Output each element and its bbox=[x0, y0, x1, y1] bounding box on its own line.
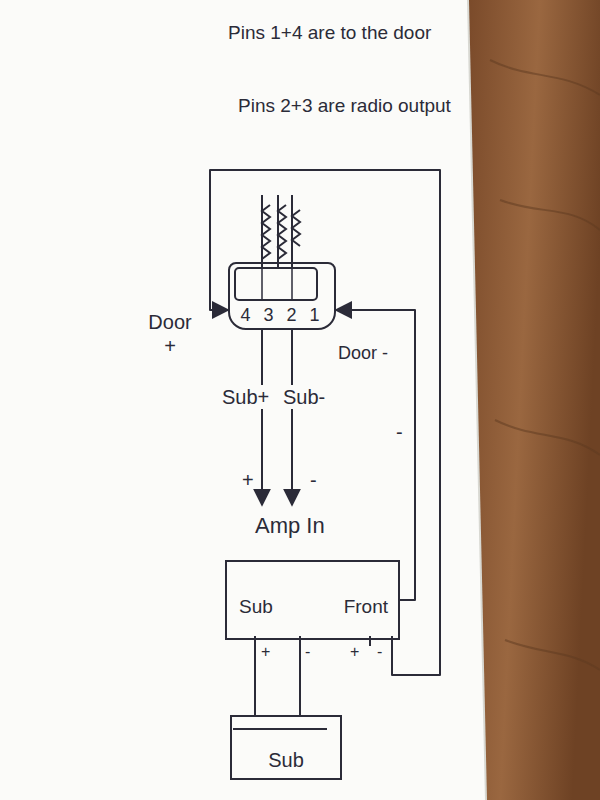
subwoofer-box: Sub bbox=[230, 715, 342, 780]
wire-path bbox=[336, 310, 415, 600]
coil-twist bbox=[292, 210, 300, 246]
coil-twist bbox=[262, 205, 270, 259]
wire-path bbox=[254, 640, 256, 715]
plug-divider bbox=[261, 268, 263, 300]
wire-connector bbox=[255, 640, 300, 715]
door-label: Door - bbox=[338, 343, 388, 365]
wire-connector bbox=[262, 330, 292, 505]
terminal-tick bbox=[369, 636, 371, 646]
terminal-mark: - bbox=[305, 642, 310, 661]
paper-edge bbox=[468, 0, 486, 800]
amp-body: Sub Front bbox=[225, 560, 400, 640]
sub-box-lid bbox=[233, 728, 327, 730]
note: Pins 1+4 are to the door bbox=[228, 22, 431, 45]
polarity-mark: + bbox=[242, 468, 254, 492]
polarity-mark: - bbox=[310, 468, 317, 492]
wire-connector bbox=[336, 310, 415, 600]
amplifier-box: Amp In Sub Front bbox=[225, 505, 400, 640]
wire-path bbox=[261, 330, 263, 505]
wood-table bbox=[468, 0, 600, 800]
signal-label: Sub+ bbox=[221, 385, 270, 409]
plug-body bbox=[235, 268, 317, 300]
terminal-mark: - bbox=[377, 642, 382, 661]
polarity-mark: - bbox=[396, 420, 403, 444]
amp-heading: Amp In bbox=[255, 513, 325, 539]
wire-connector bbox=[210, 170, 440, 675]
amp-terminals bbox=[255, 636, 392, 646]
terminal-mark: + bbox=[350, 642, 359, 661]
terminal-mark: + bbox=[261, 642, 270, 661]
connector-plug: 4 3 2 1 bbox=[228, 262, 336, 330]
signal-label: Sub- bbox=[282, 385, 326, 409]
sub-label: Sub bbox=[232, 748, 340, 772]
coil-wire bbox=[262, 195, 292, 268]
amp-output-label: Front bbox=[344, 596, 388, 619]
wire-path bbox=[299, 640, 301, 715]
door-label: Door + bbox=[143, 310, 197, 358]
wire-path bbox=[291, 330, 293, 505]
wood-grain bbox=[490, 60, 600, 670]
plug-divider bbox=[291, 268, 293, 300]
note: Pins 2+3 are radio output bbox=[238, 95, 453, 118]
pin-numbers: 4 3 2 1 bbox=[230, 305, 334, 327]
coil-twist bbox=[278, 205, 286, 259]
wire-path bbox=[210, 170, 440, 675]
wire-coils bbox=[262, 195, 300, 268]
amp-output-label: Sub bbox=[239, 596, 273, 619]
